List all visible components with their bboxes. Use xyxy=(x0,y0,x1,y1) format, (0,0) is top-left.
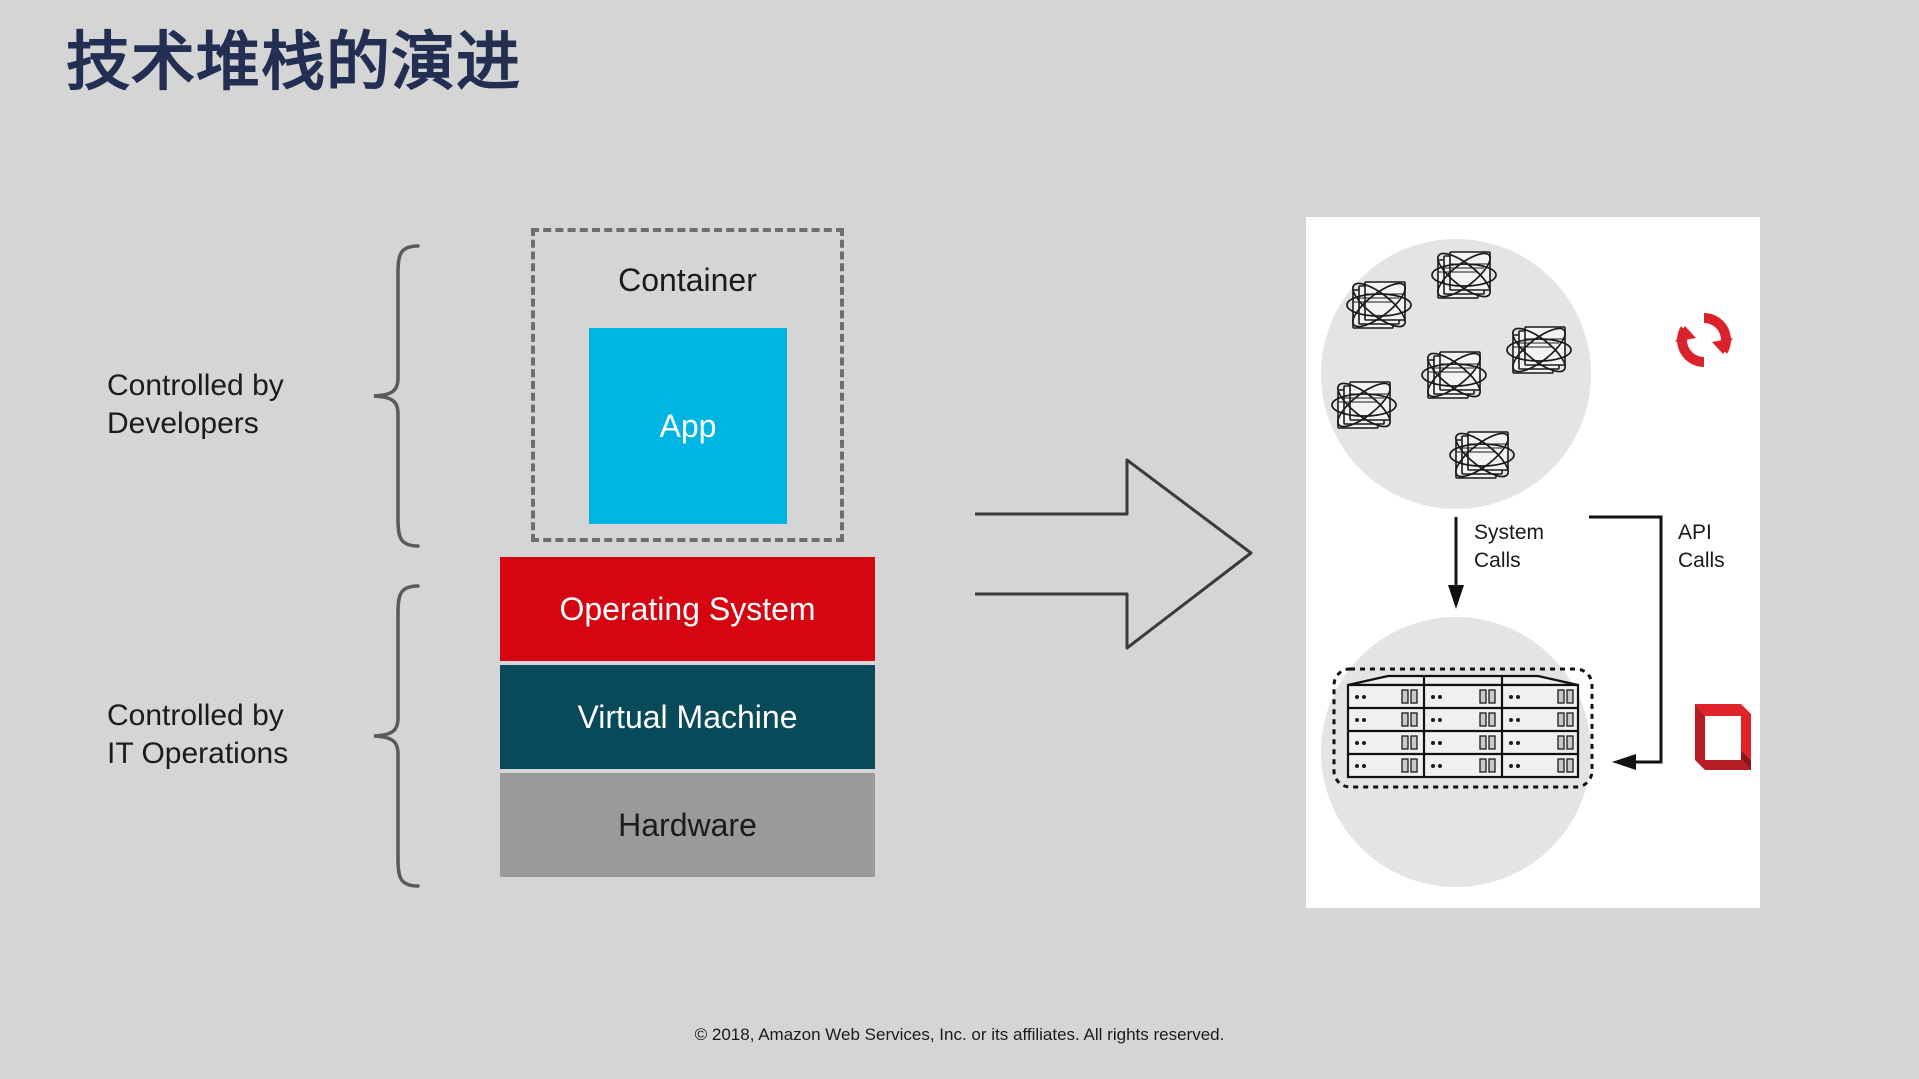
app-label: App xyxy=(659,407,717,444)
stack-row-virtual-machine: Virtual Machine xyxy=(500,665,875,769)
api-calls-connector xyxy=(1589,515,1663,764)
system-calls-label-line1: System xyxy=(1474,521,1544,544)
bracket-label-developers: Controlled by Developers xyxy=(107,369,284,441)
system-calls-arrowhead xyxy=(1448,585,1464,609)
footer-copyright: © 2018, Amazon Web Services, Inc. or its… xyxy=(694,1025,1225,1044)
circular-arrows-icon xyxy=(1675,313,1733,367)
system-calls-label-line2: Calls xyxy=(1474,549,1521,572)
red-cube-icon xyxy=(1695,704,1751,770)
api-calls-arrowhead xyxy=(1612,754,1636,770)
page-title: 技术堆栈的演进 xyxy=(66,26,521,98)
stack-row-operating-system: Operating System xyxy=(500,557,875,661)
bracket-label-it-operations: Controlled by IT Operations xyxy=(107,699,289,771)
server-rack-icon xyxy=(1332,667,1594,789)
app-box: App xyxy=(589,328,787,524)
container-boundary-box: Container xyxy=(531,228,844,542)
curly-brace-icon-it-operations xyxy=(368,583,424,889)
curly-brace-icon-developers xyxy=(368,243,424,549)
api-calls-label-line2: Calls xyxy=(1678,549,1725,572)
stack-row-label: Virtual Machine xyxy=(577,698,798,735)
api-calls-label-line1: API xyxy=(1678,521,1712,544)
stack-row-hardware: Hardware xyxy=(500,773,875,877)
stack-row-label: Operating System xyxy=(559,590,816,627)
container-label: Container xyxy=(618,262,757,298)
stack-row-label: Hardware xyxy=(618,806,757,843)
architecture-illustration-panel: System Calls API Calls xyxy=(1306,217,1760,908)
right-arrow-icon xyxy=(975,452,1255,657)
